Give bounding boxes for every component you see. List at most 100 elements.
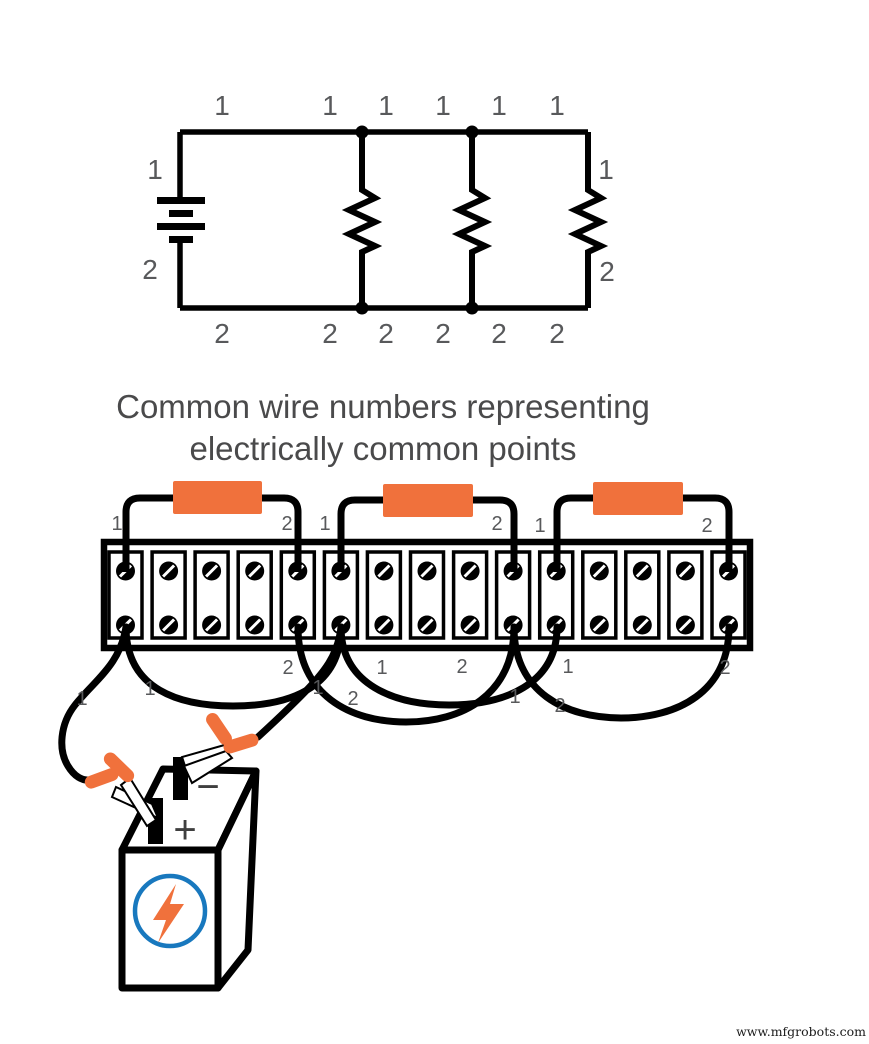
resistor-symbol-2 [451,132,493,308]
screw-slot [635,564,649,578]
terminal-strip [193,550,230,640]
screw-slot [205,564,219,578]
junction-dot [355,301,369,315]
wire-jumper-2-2 [294,623,518,726]
clip-jaw [119,776,158,828]
screw-slot [592,618,606,632]
wire-number: 2 [142,254,158,285]
wire-battery-negative [254,623,345,741]
junction-dot [355,125,369,139]
wire-number: 2 [347,688,358,710]
wire-number: 2 [378,318,394,349]
wire-number: 1 [435,90,451,121]
parallel-circuit-schematic [157,125,609,315]
clip-handle [206,712,232,746]
positive-sign: + [173,808,196,852]
resistor-1 [173,481,262,514]
wire-number: 2 [282,657,293,679]
screw-slot [377,564,391,578]
wire-number: 1 [76,688,87,710]
terminal-strip [624,550,661,640]
wire-number: 2 [719,657,730,679]
terminal-strip [408,550,446,640]
wire-number: 1 [509,686,520,708]
wire-number: 1 [549,90,565,121]
alligator-clip-positive [84,752,160,828]
screw-slot [248,564,262,578]
wire-number: 2 [599,256,615,287]
screw-slot [678,618,692,632]
wire-number: 1 [378,90,394,121]
screw-slot [162,564,176,578]
wire-number: 1 [534,515,545,537]
terminal-strip [667,550,704,640]
wire-r2-left [337,496,385,572]
screw-slot [162,618,176,632]
wire-jumper-1-1b [337,623,561,709]
wire-number: 2 [554,695,565,717]
screw-slot [592,564,606,578]
junction-dot [465,301,479,315]
battery-symbol [157,197,205,243]
wire-number: 1 [491,90,507,121]
wire-r3-right [681,494,733,572]
caption-line-2: electrically common points [190,430,577,467]
wire-number: 1 [319,513,330,535]
screw-slot [377,618,391,632]
board-bottom-numbers: 1 1 2 1 2 1 2 1 2 1 2 [76,656,730,717]
terminal-strip [581,550,618,640]
clip-handle [223,733,259,754]
watermark: www.mfgrobots.com [736,1024,866,1039]
wire-number: 1 [312,677,323,699]
caption: Common wire numbers representing electri… [116,388,650,467]
wire-r3-left [553,494,595,572]
resistor-lead-wires [122,494,733,572]
wire-jumper-2-2b [510,623,733,722]
wire-battery-positive [58,623,130,784]
wire-r1-right [260,494,302,572]
screw-slot [420,618,434,632]
power-badge-circle [132,873,208,949]
schematic-wire-numbers: 1 1 1 1 1 1 2 2 2 2 2 2 1 2 1 2 [142,90,615,349]
wire-number: 2 [214,318,230,349]
wire-r1-left [122,494,175,572]
terminal-strip [150,550,187,640]
resistor-symbol-3 [567,132,609,308]
board-top-numbers: 1 2 1 2 1 2 [111,513,712,537]
wire-number: 1 [144,678,155,700]
wire-number: 2 [701,515,712,537]
junction-dot [465,125,479,139]
wire-jumper-1-1 [122,623,345,710]
screw-slot [463,618,477,632]
screw-slot [248,618,262,632]
terminal-strip [365,550,403,640]
terminal-strips [107,550,747,640]
clip-jaw [182,749,234,785]
junction-dots [355,125,479,315]
wire-r2-right [471,496,518,572]
wire-number: 2 [456,656,467,678]
wire-number: 2 [435,318,451,349]
alligator-clip-negative [180,712,259,785]
wire-number: 2 [322,318,338,349]
caption-line-1: Common wire numbers representing [116,388,650,425]
lightning-bolt-icon [153,884,184,943]
battery-illustration: + − [84,712,260,992]
screw-slot [420,564,434,578]
terminal-strip [236,550,273,640]
wire-number: 1 [598,154,614,185]
resistors [173,481,683,517]
wire-number: 2 [491,318,507,349]
clip-handle [84,768,119,789]
screw-slot [463,564,477,578]
screw-slot [635,618,649,632]
screw-slot [678,564,692,578]
resistor-symbol-1 [341,132,383,308]
terminal-strip [451,550,489,640]
wire-number: 1 [376,657,387,679]
clip-handle [103,752,135,783]
wire-number: 2 [549,318,565,349]
resistor-3 [593,482,683,515]
